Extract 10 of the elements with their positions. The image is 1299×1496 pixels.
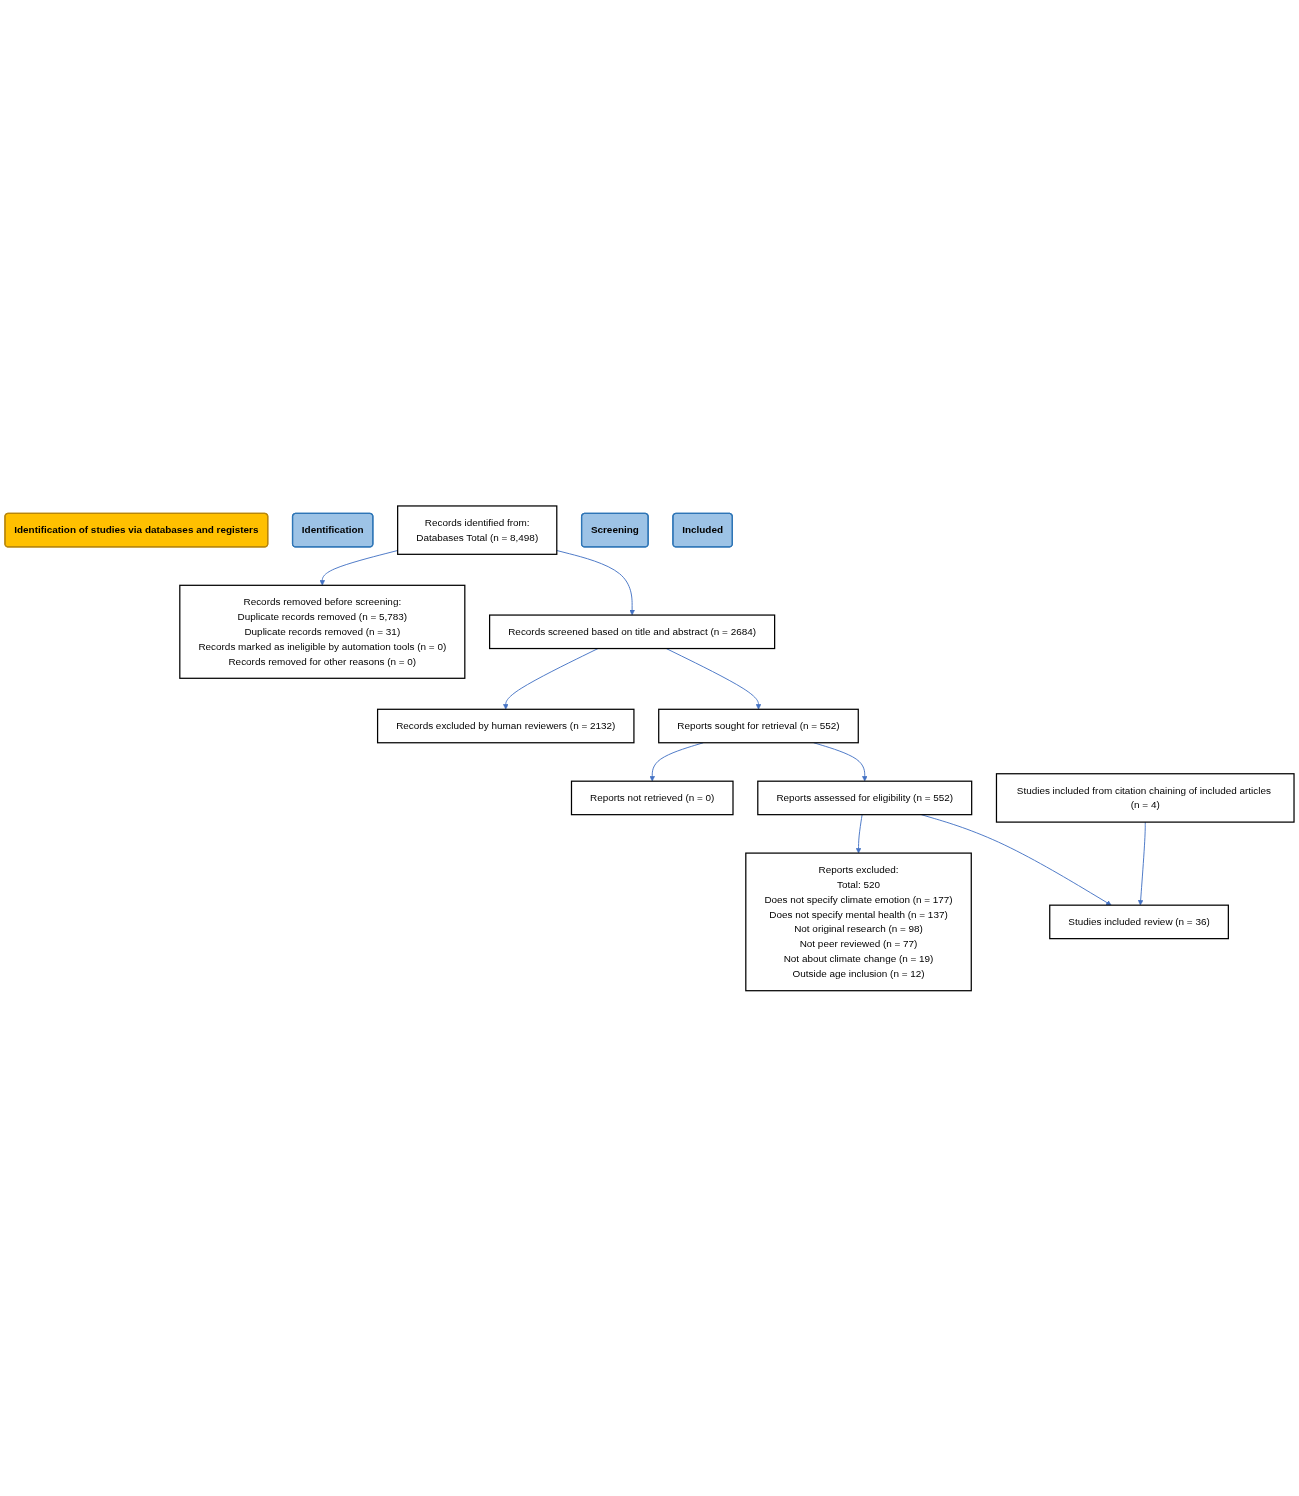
node-box: Records identified from: Databases Total (n = 8,498) [397,505,558,555]
node-box: Records excluded by human reviewers (n = 2132) [376,708,635,744]
node-box: Reports sought for retrieval (n = 552) [658,708,859,744]
node-box: Reports excluded: Total: 520 Does not specify climate emotion (n = 177) Does not specify mental health (n = 137) Not original research (n = 98) Not peer reviewed (n = 77) Not about climate change (n = 19) Outside age inclusion (n = 12) [745,852,972,991]
node-box: Reports not retrieved (n = 0) [570,780,734,815]
node-box: Studies included from citation chaining of included articles (n = 4) [995,772,1295,823]
node-box: Records screened based on title and abstract (n = 2684) [489,614,776,649]
node-box: Records removed before screening: Duplicate records removed (n = 5,783) Duplicate records removed (n = 31) Records marked as ineligible by automation tools (n = 0) Records removed for other reasons (n = 0) [179,584,466,679]
node-box: Studies included review (n = 36) [1049,904,1229,939]
node-box: Reports assessed for eligibility (n = 552) [757,780,973,815]
